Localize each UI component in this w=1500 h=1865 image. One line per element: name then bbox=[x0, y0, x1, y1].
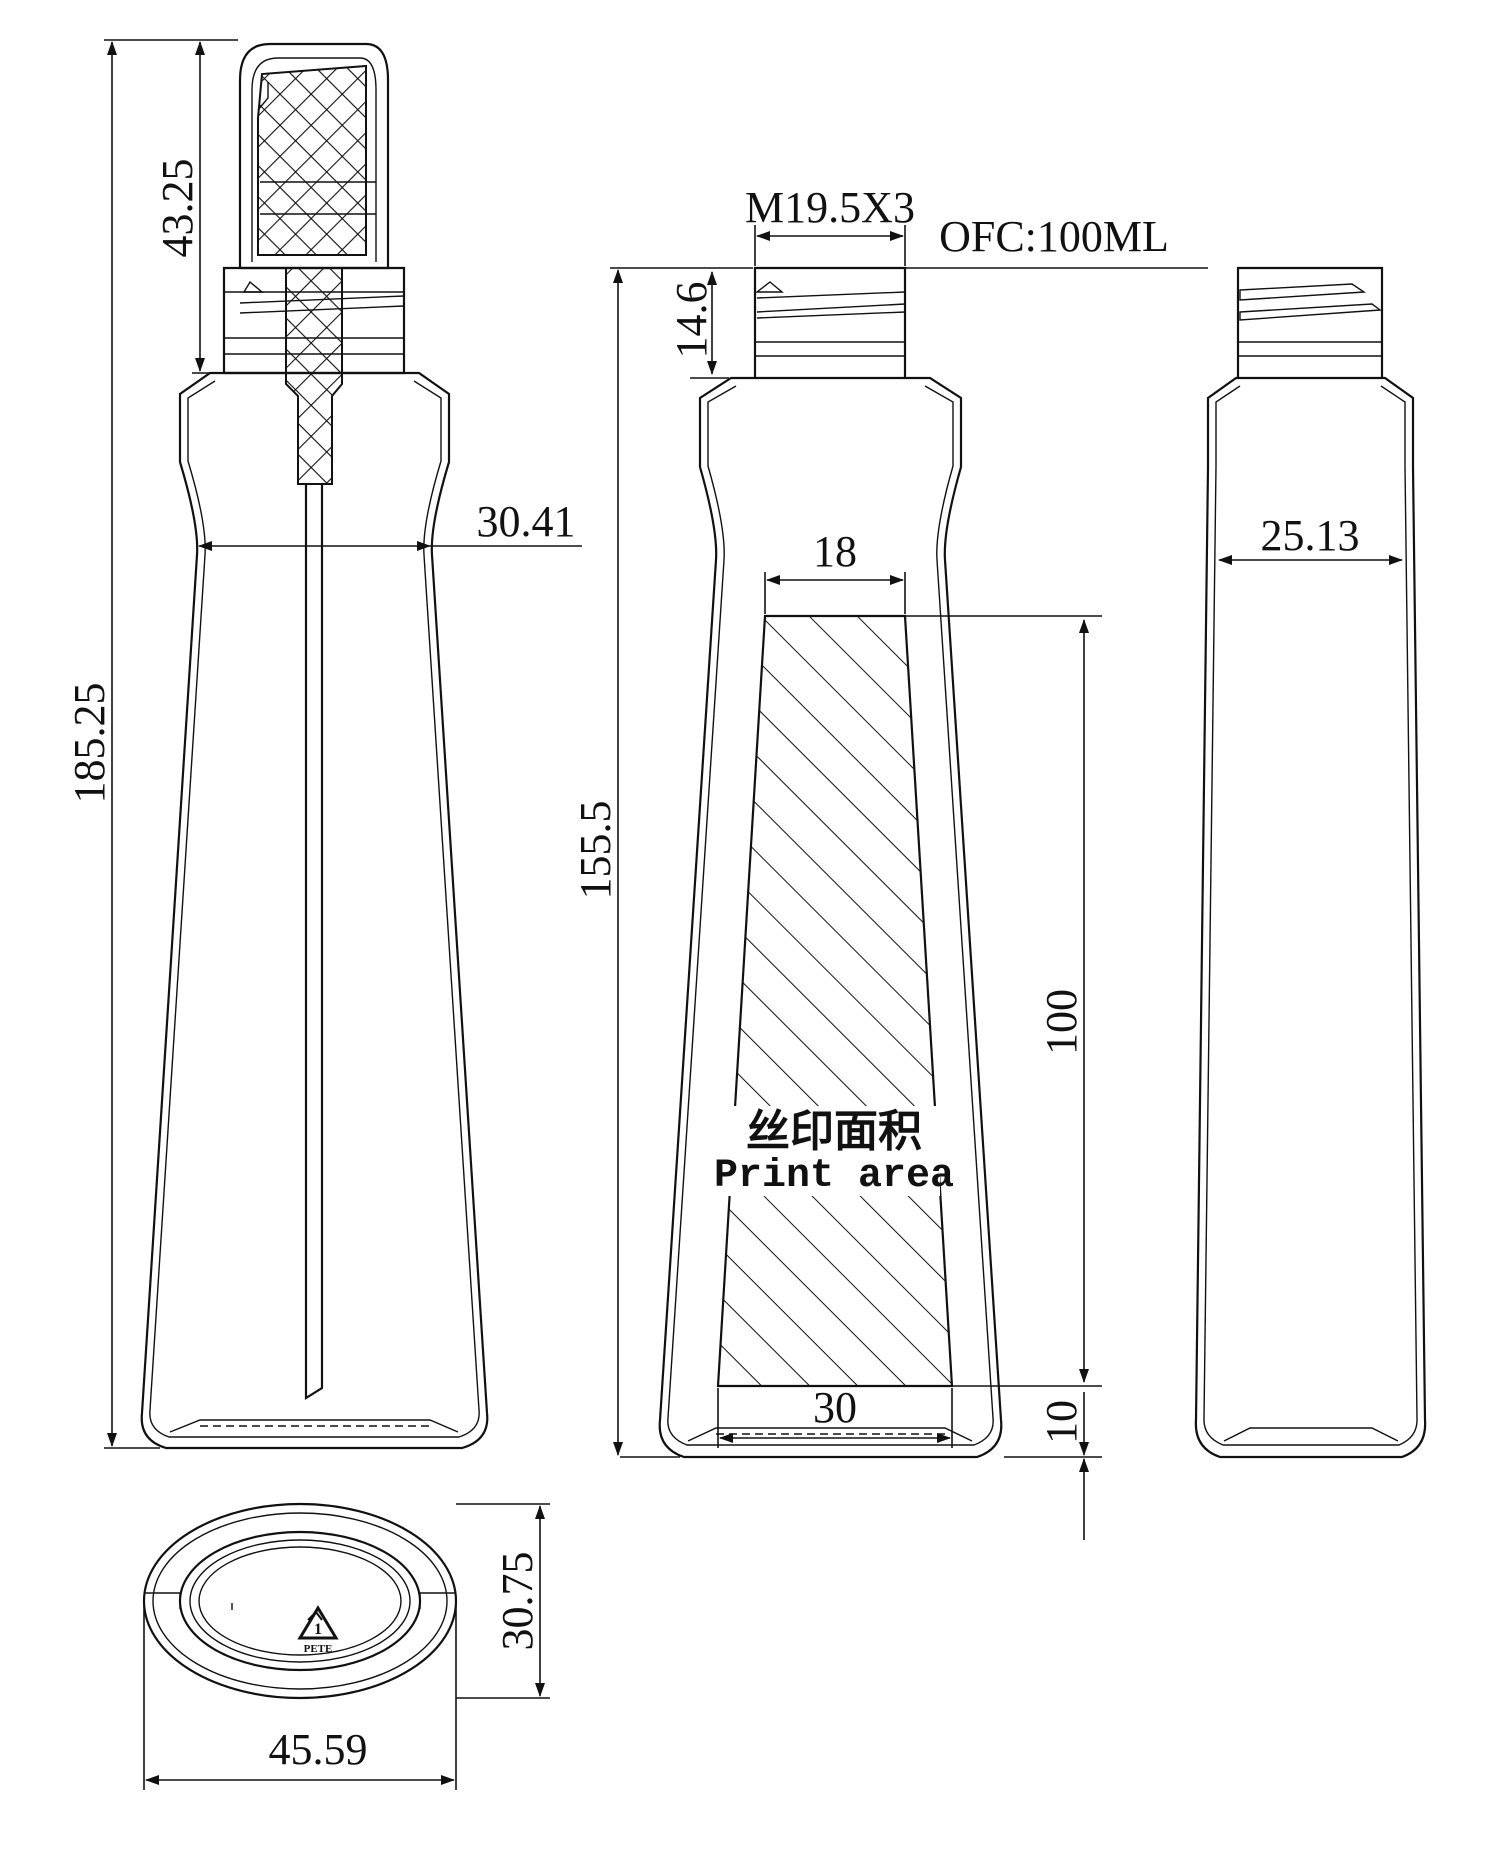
recycle-code: 1 bbox=[314, 1621, 322, 1638]
base-middle bbox=[178, 1530, 422, 1672]
front-bottle-outline bbox=[140, 371, 489, 1450]
print-area-label-cn: 丝印面积 bbox=[746, 1106, 922, 1157]
side-neck bbox=[1236, 266, 1384, 378]
print-area-label-en: Print area bbox=[714, 1154, 954, 1199]
dim-neck-height: 14.6 bbox=[667, 282, 716, 359]
dim-overall-height: 185.25 bbox=[65, 683, 114, 804]
dim-front-width: 30.41 bbox=[477, 497, 576, 546]
middle-bottle-inner bbox=[667, 385, 994, 1446]
dim-print-top-width: 18 bbox=[813, 527, 857, 576]
side-view: 25.13 bbox=[1194, 266, 1427, 1459]
base-inner bbox=[198, 1546, 402, 1656]
middle-dimensions: M19.5X3 OFC:100ML 14.6 155.5 18 100 30 1 bbox=[571, 183, 1208, 1540]
front-pump-head bbox=[238, 42, 390, 270]
dim-base-width: 45.59 bbox=[269, 1725, 368, 1774]
dim-print-bottom-offset: 10 bbox=[1037, 1400, 1086, 1444]
front-pump-head-inner bbox=[251, 57, 377, 262]
side-bottle-outline bbox=[1194, 376, 1427, 1459]
dim-print-height: 100 bbox=[1037, 989, 1086, 1055]
middle-neck bbox=[753, 266, 907, 378]
print-area bbox=[716, 614, 954, 1388]
dim-capacity: OFC:100ML bbox=[939, 212, 1169, 261]
base-outer bbox=[142, 1502, 458, 1700]
middle-view: 丝印面积 Print area bbox=[658, 266, 1003, 1459]
front-base-line bbox=[169, 1419, 459, 1433]
dim-neck-thread: M19.5X3 bbox=[745, 183, 915, 232]
base-view: 1 PETE 30.75 45.59 bbox=[142, 1502, 550, 1790]
dim-side-width: 25.13 bbox=[1261, 511, 1360, 560]
front-bottle-inner bbox=[149, 380, 480, 1438]
middle-bottle-outline bbox=[658, 376, 1003, 1459]
recycle-icon: 1 PETE bbox=[297, 1605, 339, 1655]
recycle-material: PETE bbox=[304, 1643, 333, 1655]
front-dip-tube bbox=[304, 484, 324, 1400]
front-view bbox=[140, 42, 489, 1450]
dim-base-depth: 30.75 bbox=[493, 1552, 542, 1651]
dim-bottle-height: 155.5 bbox=[571, 801, 620, 900]
dim-pump-height: 43.25 bbox=[153, 159, 202, 258]
front-dimensions: 185.25 43.25 30.41 bbox=[65, 39, 582, 1449]
dim-print-bottom-width: 30 bbox=[813, 1383, 857, 1432]
front-pump-hatch bbox=[257, 64, 367, 256]
side-bottle-inner bbox=[1203, 385, 1418, 1446]
front-pump-stem bbox=[285, 267, 343, 485]
